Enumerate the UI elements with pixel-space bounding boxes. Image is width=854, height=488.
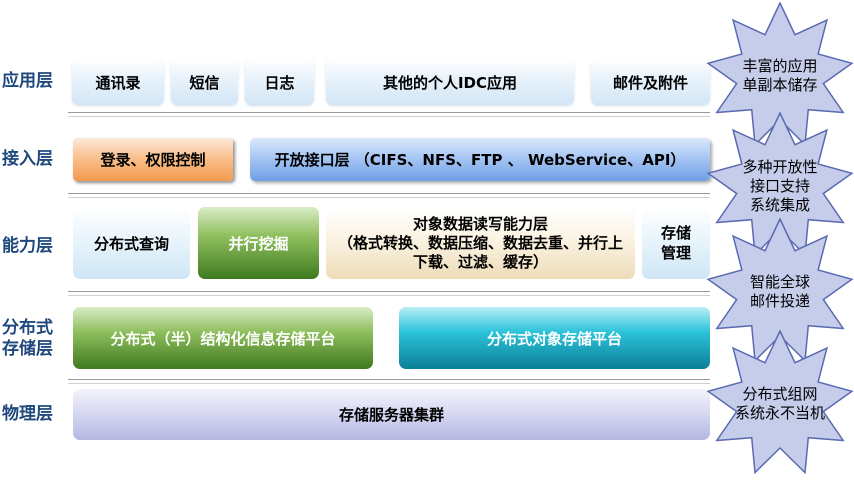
cap-box-object-read-write-title: 对象数据读写能力层 (412, 214, 548, 233)
star-callout-line: 系统永不当机 (734, 404, 825, 422)
layer-label-physical: 物理层 (2, 404, 53, 424)
layer-label-access: 接入层 (2, 149, 53, 169)
physical-box-server-cluster: 存储服务器集群 (73, 389, 710, 440)
storage-box-structured: 分布式（半）结构化信息存储平台 (73, 307, 373, 369)
star-callout-line: 分布式组网 (742, 385, 818, 403)
star-callout-line: 接口支持 (749, 176, 810, 195)
star-callout-text: 分布式组网 系统永不当机 (706, 330, 854, 478)
star-burst-icon (706, 330, 854, 475)
star-callout-3: 智能全球 邮件投递 (706, 218, 854, 366)
star-callout-2: 多种开放性 接口支持 系统集成 (706, 112, 854, 260)
separator-line (68, 379, 710, 384)
separator-line (68, 112, 710, 117)
storage-box-object: 分布式对象存储平台 (399, 307, 710, 369)
cap-box-distributed-query: 分布式查询 (73, 207, 190, 279)
star-callout-line: 智能全球 (749, 273, 810, 291)
app-box-sms: 短信 (171, 59, 238, 105)
separator-line (68, 291, 710, 296)
star-callout-text: 多种开放性 接口支持 系统集成 (706, 112, 854, 260)
app-box-mail-attachments: 邮件及附件 (591, 59, 710, 105)
star-callout-1: 丰富的应用 单副本储存 (706, 2, 854, 150)
layer-label-storage: 分布式 存储层 (2, 318, 53, 360)
star-callout-line: 邮件投递 (749, 292, 810, 310)
star-callout-line: 系统集成 (749, 195, 810, 214)
star-callout-text: 智能全球 邮件投递 (706, 218, 854, 366)
cap-box-parallel-mining: 并行挖掘 (198, 207, 319, 279)
app-box-other-idc: 其他的个人IDC应用 (326, 59, 574, 105)
access-box-login-permission: 登录、权限控制 (73, 138, 233, 181)
cap-box-storage-management: 存储管理 (642, 207, 710, 279)
layer-label-application: 应用层 (2, 71, 53, 91)
app-box-contacts: 通讯录 (72, 59, 164, 105)
layer-label-storage-line2: 存储层 (2, 339, 53, 359)
cap-box-object-read-write-detail: （格式转换、数据压缩、数据去重、并行上下载、过滤、缓存） (337, 233, 623, 271)
cap-box-object-read-write: 对象数据读写能力层 （格式转换、数据压缩、数据去重、并行上下载、过滤、缓存） (326, 207, 635, 279)
app-box-log: 日志 (245, 59, 314, 105)
star-callout-line: 丰富的应用 (742, 57, 818, 75)
star-callout-line: 多种开放性 (742, 157, 818, 176)
access-box-open-api: 开放接口层 （CIFS、NFS、FTP 、 WebService、API） (250, 138, 710, 181)
cap-box-storage-management-label: 存储管理 (660, 224, 691, 262)
layer-label-capability: 能力层 (2, 236, 53, 256)
layer-label-storage-line1: 分布式 (2, 318, 53, 338)
star-callout-4: 分布式组网 系统永不当机 (706, 330, 854, 478)
separator-line (68, 193, 710, 198)
star-callout-line: 单副本储存 (742, 76, 818, 94)
star-callout-text: 丰富的应用 单副本储存 (706, 2, 854, 150)
